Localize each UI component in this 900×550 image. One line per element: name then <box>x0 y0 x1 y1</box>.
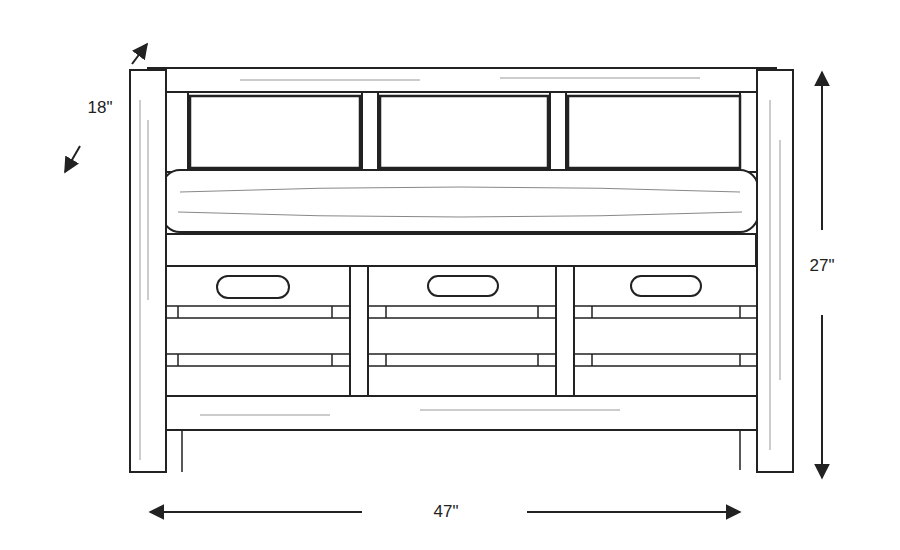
cushion-texture <box>178 187 742 217</box>
dimension-label: 47" <box>431 502 462 522</box>
back-frame-left <box>166 92 188 172</box>
height-arrow <box>821 72 823 230</box>
storage-crate <box>574 266 758 396</box>
crate-slats <box>160 306 758 366</box>
back-opening <box>380 96 548 168</box>
height-arrow <box>821 315 823 478</box>
wood-grain <box>140 78 780 460</box>
back-opening <box>190 96 360 168</box>
dimension-lines <box>65 44 822 512</box>
width-arrow <box>150 511 362 513</box>
crate-handle <box>428 276 498 296</box>
bench <box>130 68 793 472</box>
seat-apron <box>162 234 756 266</box>
storage-crate <box>368 266 556 396</box>
bottom-rail <box>160 396 758 430</box>
right-post <box>757 70 793 472</box>
seat-cushion <box>162 170 758 232</box>
back-slat <box>550 92 566 170</box>
dimension-label: 27" <box>807 256 838 276</box>
crate-handle <box>631 276 701 296</box>
back-opening <box>568 96 740 168</box>
back-frame-right <box>740 92 758 172</box>
dimension-label: 18" <box>85 98 116 118</box>
rear-legs <box>182 430 740 472</box>
depth-arrow <box>65 146 80 172</box>
back-slat <box>362 92 378 170</box>
width-arrow <box>527 511 740 513</box>
depth-arrow <box>132 44 147 64</box>
storage-crate <box>160 266 350 396</box>
crate-handle <box>217 276 289 298</box>
crate-posts <box>178 306 740 366</box>
